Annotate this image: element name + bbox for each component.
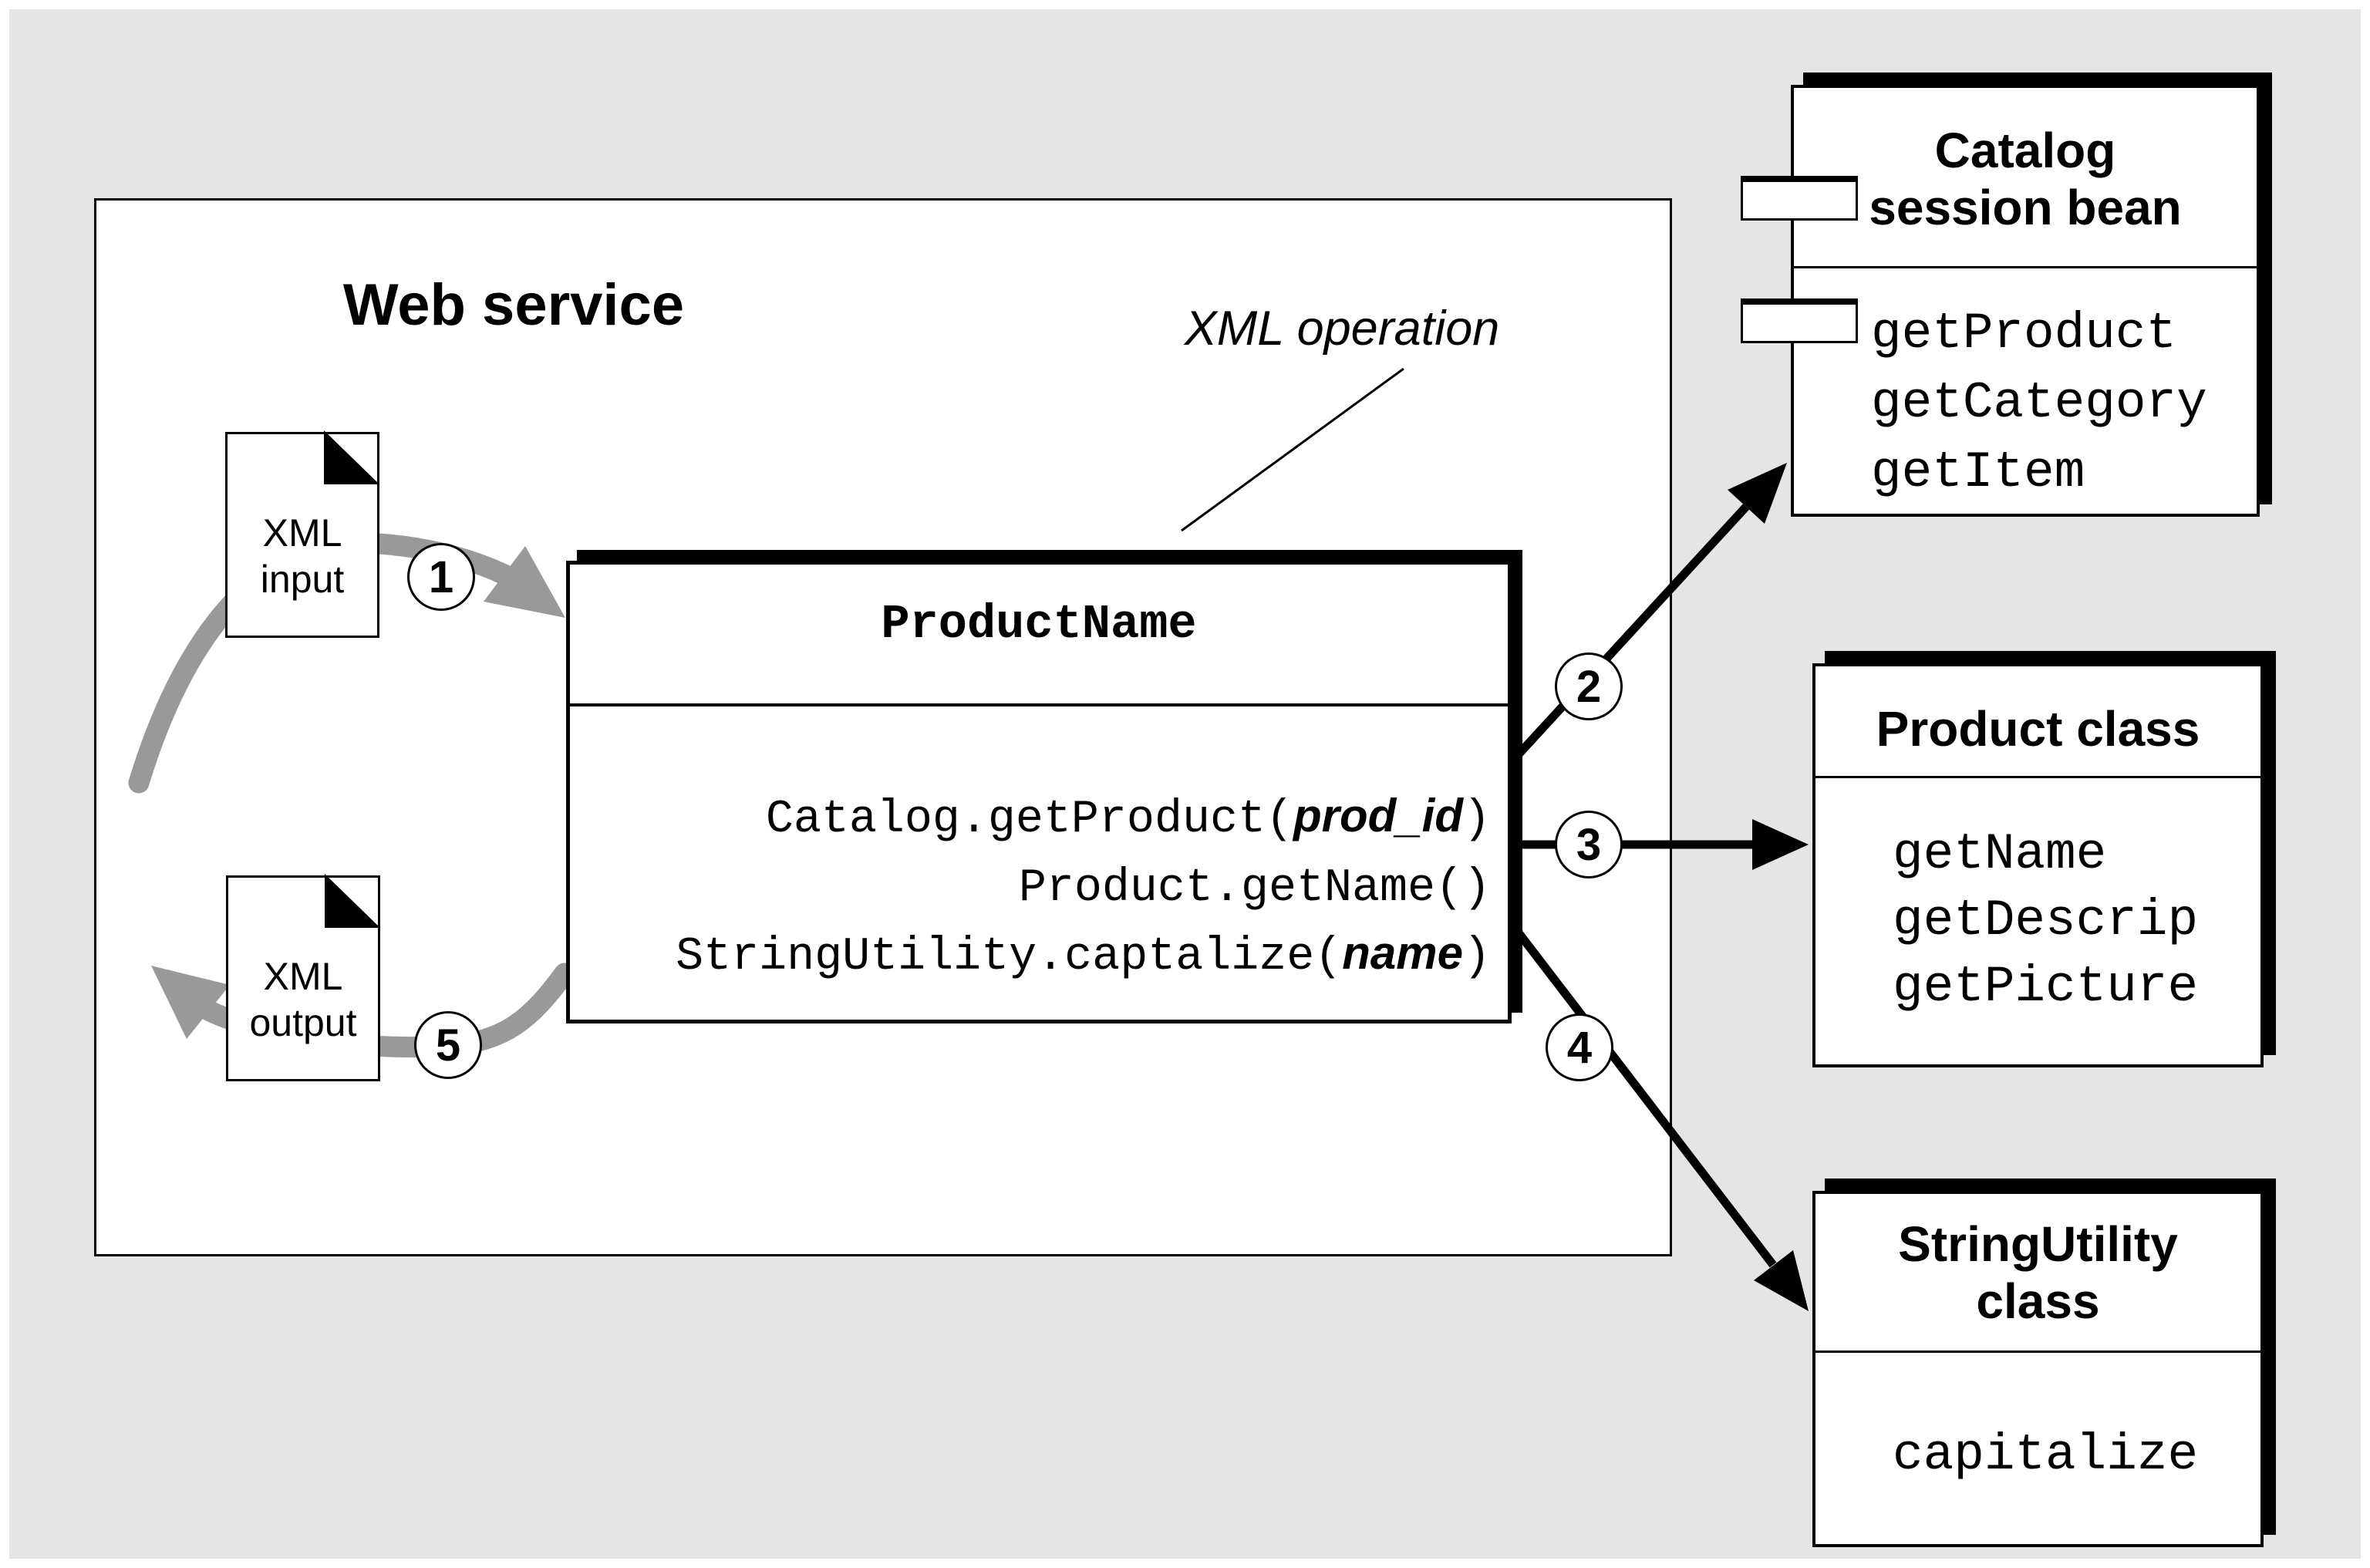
call-code: Catalog.getProduct( — [765, 794, 1293, 846]
catalog-session-bean-title: Catalog session bean — [1794, 88, 2257, 268]
call-line: StringUtility.captalize(name) — [570, 921, 1491, 990]
call-code: ) — [1462, 931, 1491, 983]
step-circle-2: 2 — [1555, 652, 1623, 720]
call-line: Catalog.getProduct(prod_id) — [570, 784, 1491, 852]
xml-operation-label: XML operation — [1184, 302, 1500, 356]
call-code: Product.getName() — [1018, 862, 1491, 915]
product-class-box: Product class getName getDescrip getPict… — [1812, 663, 2264, 1067]
xml-output-label: XML output — [228, 878, 378, 1046]
catalog-method: getItem — [1871, 443, 2085, 501]
web-service-title: Web service — [342, 272, 685, 338]
stringutility-title-line2: class — [1976, 1273, 2100, 1329]
stringutility-method: capitalize — [1893, 1426, 2199, 1484]
catalog-method: getProduct — [1871, 305, 2177, 362]
productname-title: ProductName — [570, 565, 1508, 706]
product-method: getName — [1893, 825, 2107, 883]
product-method: getPicture — [1893, 958, 2199, 1016]
xml-input-label-line1: XML — [262, 511, 342, 555]
stringutility-title-line1: StringUtility — [1898, 1216, 2178, 1272]
call-code: ) — [1462, 794, 1491, 846]
product-class-title: Product class — [1815, 666, 2260, 778]
stringutility-method-list: capitalize — [1815, 1353, 2260, 1490]
xml-input-label-line2: input — [260, 558, 345, 601]
product-method-list: getName getDescrip getPicture — [1815, 778, 2260, 1020]
catalog-interface-tab-bottom — [1741, 298, 1858, 343]
catalog-title-line2: session bean — [1869, 180, 2182, 235]
call-param: prod_id — [1293, 790, 1463, 841]
step-circle-4: 4 — [1546, 1013, 1613, 1081]
xml-output-label-line1: XML — [263, 955, 343, 998]
stringutility-class-box: StringUtility class capitalize — [1812, 1191, 2264, 1547]
stringutility-class-title: StringUtility class — [1815, 1194, 2260, 1353]
xml-input-label: XML input — [228, 434, 377, 602]
catalog-method: getCategory — [1871, 374, 2207, 432]
xml-output-label-line2: output — [249, 1001, 357, 1044]
productname-call-list: Catalog.getProduct(prod_id) Product.getN… — [570, 706, 1508, 990]
call-param: name — [1342, 927, 1463, 979]
call-code: StringUtility.captalize( — [676, 931, 1343, 983]
step-circle-1: 1 — [407, 543, 475, 611]
productname-operation-box: ProductName Catalog.getProduct(prod_id) … — [566, 561, 1512, 1023]
catalog-method-list: getProduct getCategory getItem — [1794, 268, 2257, 507]
step-circle-5: 5 — [414, 1011, 482, 1079]
catalog-interface-tab-top — [1741, 176, 1858, 221]
catalog-session-bean-box: Catalog session bean getProduct getCateg… — [1791, 85, 2260, 517]
catalog-title-line1: Catalog — [1934, 123, 2116, 178]
product-method: getDescrip — [1893, 892, 2199, 949]
call-line: Product.getName() — [570, 852, 1491, 921]
step-circle-3: 3 — [1555, 811, 1623, 878]
